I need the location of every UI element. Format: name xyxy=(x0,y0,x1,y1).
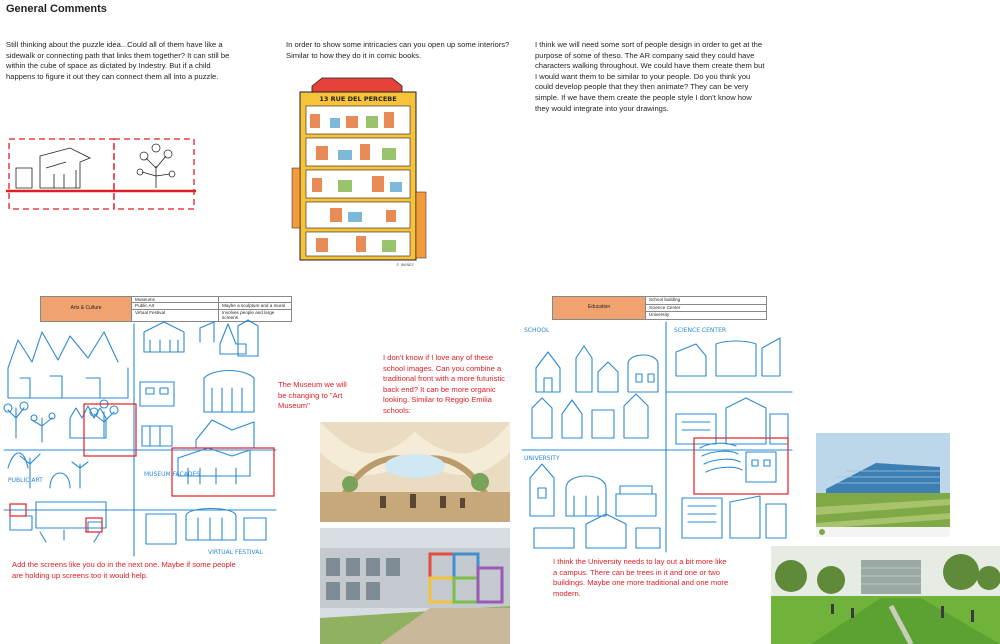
note-people: I think we will need some sort of people… xyxy=(535,40,765,113)
education-row-item: University xyxy=(645,311,767,320)
highlight-screen-right xyxy=(85,517,103,533)
label-public-art: PUBLIC ART xyxy=(8,477,43,484)
label-science-center: SCIENCE CENTER xyxy=(674,327,726,334)
education-category: Education xyxy=(552,296,646,320)
reggio-school-interior-photo xyxy=(320,422,510,522)
note-university: I think the University needs to lay out … xyxy=(553,557,729,598)
label-university: UNIVERSITY xyxy=(524,455,560,462)
note-school: I don't know if I love any of these scho… xyxy=(383,353,505,415)
arts-row-note: Maybe a sculpture and a mural xyxy=(218,302,292,310)
comic-building-image: 13 RUE DEL PERCEBE © IBÁÑEZ xyxy=(286,72,434,268)
note-interiors: In order to show some intricacies can yo… xyxy=(286,40,510,60)
reggio-school-exterior-photo xyxy=(320,528,510,644)
page-title: General Comments xyxy=(6,3,107,15)
campus-lawn-photo xyxy=(771,546,1000,644)
education-sketch-sheet: SCHOOL SCIENCE CENTER UNIVERSITY xyxy=(521,321,793,553)
education-row-item: School building xyxy=(645,296,767,305)
comic-credit: © IBÁÑEZ xyxy=(396,262,414,267)
campus-building-photo xyxy=(816,433,950,537)
puzzle-cube-left xyxy=(8,138,115,210)
note-museum: The Museum we will be changing to "Art M… xyxy=(278,380,347,411)
highlight-tree-sculpture xyxy=(83,403,137,457)
label-virtual-festival: VIRTUAL FESTIVAL xyxy=(208,549,263,556)
comic-title: 13 RUE DEL PERCEBE xyxy=(319,95,396,103)
education-table: Education School building Science Center… xyxy=(552,296,767,320)
highlight-museum-facade xyxy=(171,447,275,497)
puzzle-sketch xyxy=(6,138,196,210)
note-puzzle: Still thinking about the puzzle idea...C… xyxy=(6,40,230,81)
puzzle-cube-right xyxy=(113,138,195,210)
arts-culture-table: Arts & Culture Museums Public Art Maybe … xyxy=(40,295,292,322)
highlight-modern-university xyxy=(693,437,789,495)
education-row-item: Science Center xyxy=(645,303,767,313)
label-school: SCHOOL xyxy=(524,327,550,334)
note-screens: Add the screens like you do in the next … xyxy=(12,560,236,580)
highlight-screen-left xyxy=(9,503,27,517)
arts-category: Arts & Culture xyxy=(40,296,132,322)
arts-row-note: Involves people and large screens xyxy=(218,308,292,322)
arts-sketch-sheet: PUBLIC ART MUSEUM FACADES VIRTUAL FESTIV… xyxy=(3,319,277,557)
